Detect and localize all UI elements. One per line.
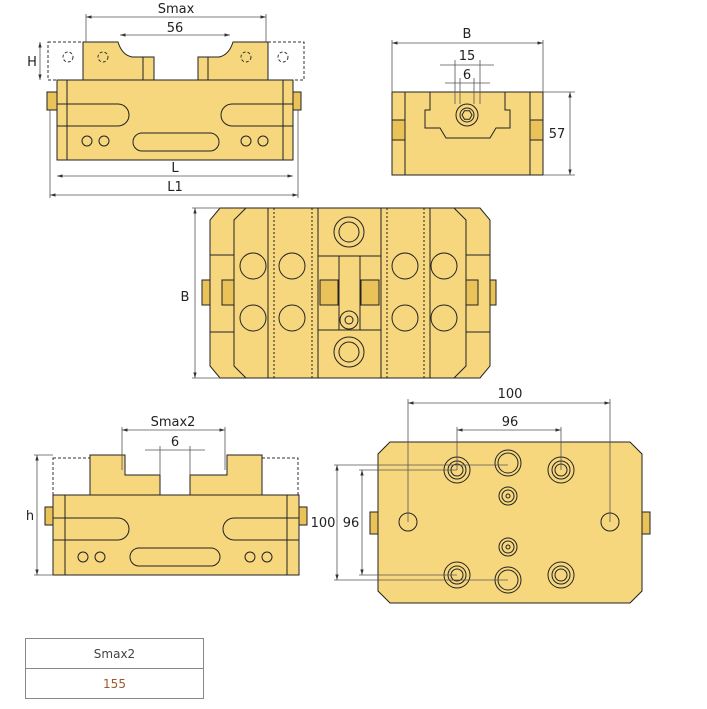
side-view: Smax 56 H L L1	[27, 2, 305, 198]
dim-l: L	[171, 161, 179, 176]
dim-6-side: 6	[171, 435, 179, 450]
dim-56: 56	[167, 21, 184, 36]
top-view: B	[181, 207, 497, 379]
spec-header: Smax2	[25, 638, 204, 669]
dim-15: 15	[459, 49, 476, 64]
end-view: B 15 6 57	[391, 27, 575, 176]
dim-smax: Smax	[158, 2, 195, 17]
spec-table: Smax2 155	[25, 638, 204, 699]
dim-b: B	[463, 27, 472, 42]
dim-57: 57	[549, 127, 566, 142]
dim-96-x: 96	[502, 415, 519, 430]
bottom-view: 100 96 100 96	[311, 387, 651, 604]
dim-smax2: Smax2	[151, 415, 196, 430]
dim-96-y: 96	[343, 516, 360, 531]
spec-value: 155	[25, 668, 204, 699]
dim-l1: L1	[167, 180, 183, 195]
side-view-2: Smax2 6 h	[26, 415, 308, 576]
dim-100-x: 100	[498, 387, 523, 402]
dim-6: 6	[463, 68, 471, 83]
dim-h: H	[27, 55, 37, 70]
dim-b-top: B	[181, 290, 190, 305]
dim-100-y: 100	[311, 516, 336, 531]
dim-h-small: h	[26, 509, 34, 524]
